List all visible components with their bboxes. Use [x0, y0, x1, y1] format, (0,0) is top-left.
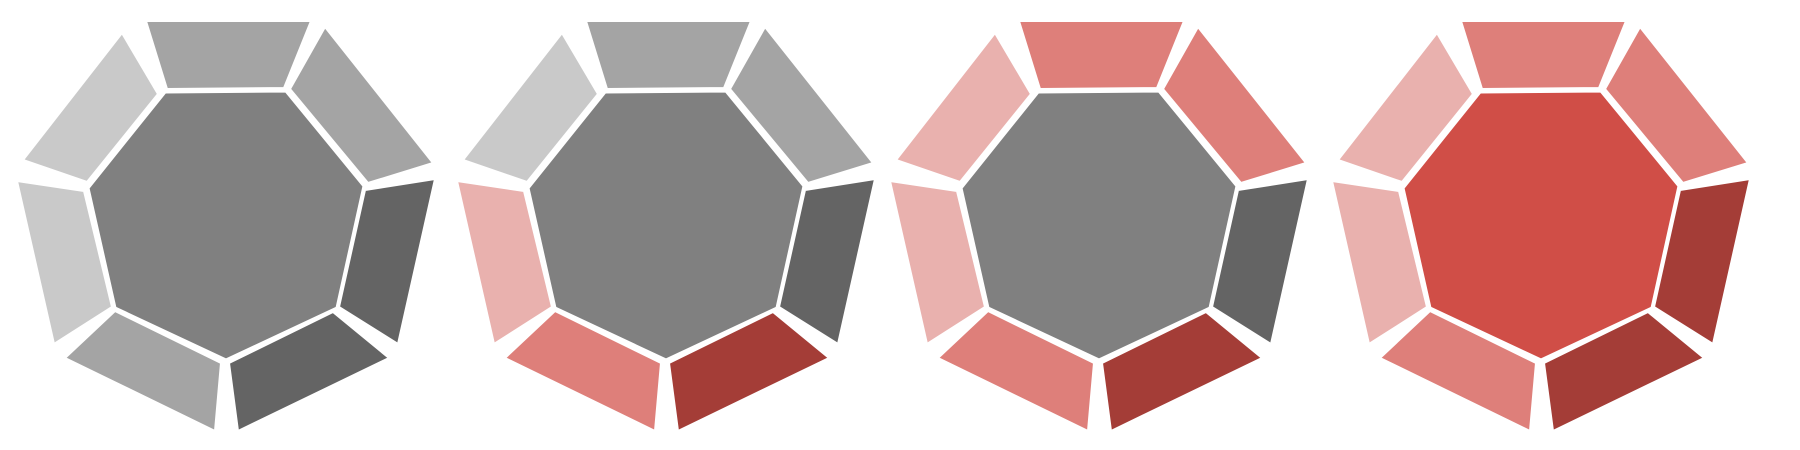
- center-heptagon: [526, 89, 806, 362]
- segment-bottom-right: [1543, 311, 1705, 432]
- figure-4: [1331, 20, 1751, 432]
- figure-1: [16, 20, 436, 432]
- segment-bottom-right: [668, 311, 830, 432]
- segment-bottom-left: [1379, 310, 1537, 432]
- segment-bottom-left: [504, 310, 662, 432]
- segment-upper-left: [1337, 32, 1474, 183]
- segment-lower-left: [889, 180, 986, 345]
- segment-bottom-right: [1101, 311, 1263, 432]
- segment-upper-right: [289, 26, 434, 184]
- segment-right: [338, 178, 436, 345]
- segment-right: [778, 178, 876, 345]
- segment-top: [585, 20, 752, 90]
- segment-top: [145, 20, 312, 90]
- segment-bottom-left: [64, 310, 222, 432]
- segment-upper-left: [895, 32, 1032, 183]
- segment-lower-left: [1331, 180, 1428, 345]
- segment-lower-left: [456, 180, 553, 345]
- segment-upper-right: [729, 26, 874, 184]
- center-heptagon: [1401, 89, 1681, 362]
- segment-top: [1460, 20, 1627, 90]
- segment-bottom-right: [228, 311, 390, 432]
- segment-top: [1018, 20, 1185, 90]
- figure-3: [889, 20, 1309, 432]
- center-heptagon: [86, 89, 366, 362]
- segment-upper-left: [22, 32, 159, 183]
- figure-2: [456, 20, 876, 432]
- segment-bottom-left: [937, 310, 1095, 432]
- segment-upper-right: [1162, 26, 1307, 184]
- center-heptagon: [959, 89, 1239, 362]
- segment-right: [1653, 178, 1751, 345]
- segment-right: [1211, 178, 1309, 345]
- segment-upper-left: [462, 32, 599, 183]
- segment-lower-left: [16, 180, 113, 345]
- segment-upper-right: [1604, 26, 1749, 184]
